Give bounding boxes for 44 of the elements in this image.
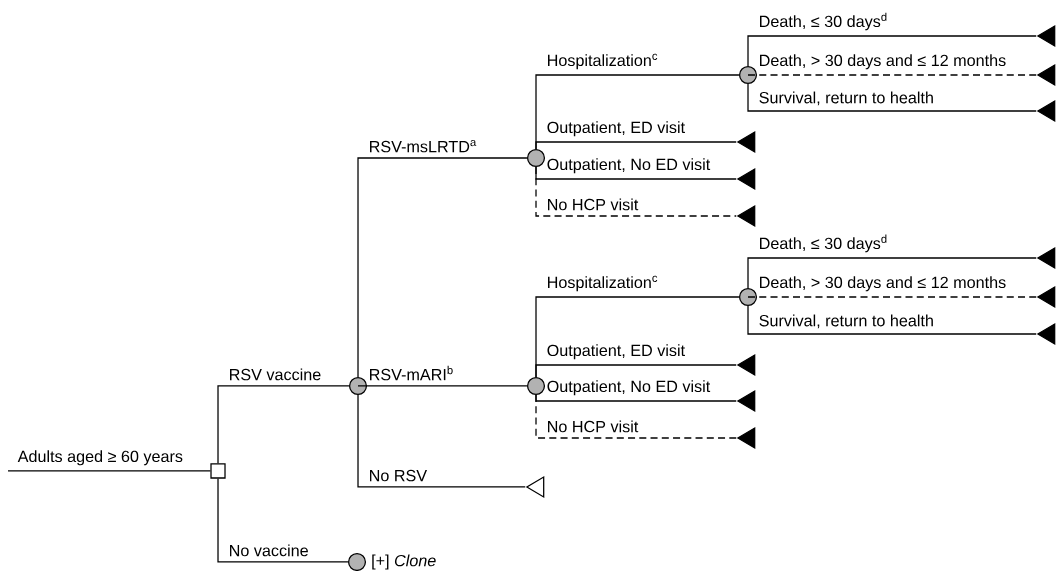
branch-label: Death, ≤ 30 days$^{d}$ (757, 233, 890, 254)
chance-circle (526, 148, 546, 168)
branch-label: Outpatient, ED visit (545, 119, 687, 138)
branch-label: RSV vaccine (227, 367, 323, 382)
branch-label: Adults aged ≥ 60 years (16, 448, 185, 467)
branch-label: RSV-msLRTD$^{a}$ (367, 138, 479, 154)
branch-line (747, 83, 1037, 112)
branch-line (535, 394, 737, 439)
decision-square (210, 463, 226, 479)
branch-label: RSV-mARI$^{b}$ (367, 364, 456, 382)
branch-label: Hospitalization$^{c}$ (545, 52, 660, 71)
branch-line (357, 157, 528, 378)
branch-label: No vaccine (227, 543, 311, 558)
branch-label: Hospitalization$^{c}$ (545, 274, 660, 293)
chance-circle (738, 287, 758, 307)
chance-circle (738, 65, 758, 85)
branch-line (535, 141, 737, 150)
branch-label: Survival, return to health (757, 90, 936, 107)
branch-label: Outpatient, No ED visit (545, 156, 712, 175)
chance-circle (348, 376, 368, 396)
branch-line (535, 166, 737, 217)
branch-label: Outpatient, No ED visit (545, 378, 712, 397)
branch-line (747, 35, 1037, 67)
branch-label: Death, ≤ 30 days$^{d}$ (757, 11, 890, 32)
branch-line (747, 305, 1037, 335)
branch-label: Death, > 30 days and ≤ 12 months (757, 274, 1008, 293)
branch-label: No RSV (367, 468, 429, 483)
node-caption: [+] Clone (372, 554, 436, 570)
branch-line (747, 257, 1037, 289)
branch-line (357, 394, 526, 488)
chance-circle (347, 552, 367, 571)
chance-circle (526, 376, 546, 396)
branch-line (535, 364, 737, 378)
branch-label: Death, > 30 days and ≤ 12 months (757, 52, 1008, 71)
branch-line (217, 478, 349, 563)
branch-label: No HCP visit (545, 197, 640, 212)
branch-line (357, 385, 528, 387)
branch-line (217, 385, 350, 464)
branch-line (7, 470, 211, 472)
branch-line (747, 74, 1037, 76)
branch-label: Survival, return to health (757, 313, 936, 330)
branch-label: Outpatient, ED visit (545, 342, 687, 361)
branch-label: No HCP visit (545, 419, 640, 434)
branch-line (747, 296, 1037, 298)
